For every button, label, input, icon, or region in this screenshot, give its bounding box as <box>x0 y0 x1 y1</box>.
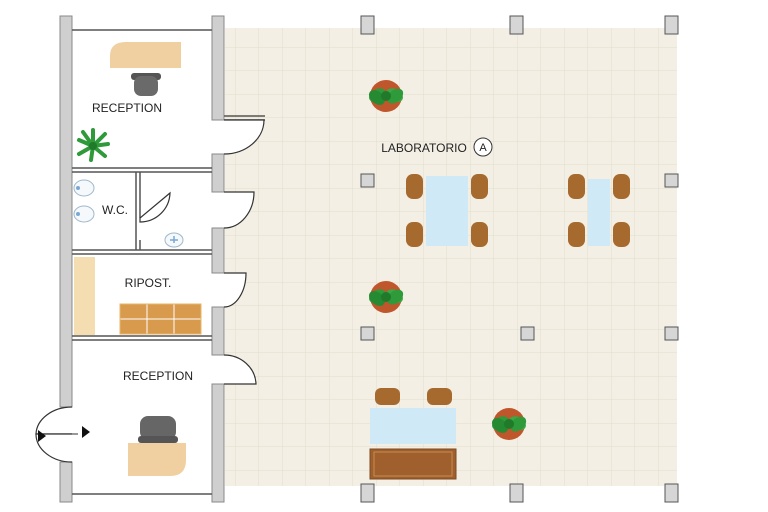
partition-reception-top-bottom <box>72 29 212 173</box>
door-wc-inner <box>139 191 171 223</box>
reception-desk-bottom <box>128 443 186 476</box>
wall-right-1 <box>211 15 225 121</box>
wc-fixtures <box>73 179 184 248</box>
wall-right-3 <box>211 227 225 274</box>
outer-wall-left-bottom <box>59 461 73 503</box>
storage-boxes <box>119 303 202 335</box>
lab-marker-circle <box>473 137 493 157</box>
pillars <box>360 15 679 503</box>
room-label-reception-bottom: RECEPTION <box>123 369 193 383</box>
door-reception-top <box>223 119 265 155</box>
door-reception-bottom <box>223 354 257 385</box>
storage-shelf <box>74 257 95 335</box>
pillar <box>520 326 535 341</box>
room-label-storage: RIPOST. <box>125 276 172 290</box>
office-chair-icon <box>131 73 161 96</box>
lab-table <box>426 176 468 246</box>
door-entrance-lower <box>35 433 73 463</box>
sink-icon <box>73 205 95 223</box>
entrance-arrow-icon <box>38 430 46 442</box>
lab-chairs <box>568 174 630 247</box>
sink-icon <box>73 179 95 197</box>
lab-chairs <box>375 388 452 405</box>
pillar <box>664 15 679 35</box>
lab-marker-letter: A <box>479 142 487 154</box>
lab-table <box>370 408 456 444</box>
wall-right-2 <box>211 153 225 193</box>
room-label-lab: LABORATORIO <box>381 141 467 155</box>
wall-right-5 <box>211 383 225 503</box>
pillar <box>360 15 375 35</box>
lab-table <box>588 179 610 246</box>
office-chair-icon <box>138 416 178 443</box>
lab-chairs <box>406 174 488 247</box>
pillar <box>664 326 679 341</box>
pillar <box>360 326 375 341</box>
door-wc-outer <box>223 191 255 229</box>
pillar <box>509 483 524 503</box>
pillar <box>360 173 375 188</box>
door-storage <box>223 272 247 308</box>
partition-wc <box>72 172 212 255</box>
entrance-arrow-inner-icon <box>82 426 90 438</box>
pillar <box>360 483 375 503</box>
room-label-wc: W.C. <box>102 203 128 217</box>
doors <box>35 119 265 463</box>
reception-desk-top <box>110 42 181 68</box>
partition-storage <box>72 335 212 341</box>
pillar <box>664 173 679 188</box>
wall-right-4 <box>211 306 225 356</box>
left-rooms-floor <box>72 28 212 494</box>
pillar <box>664 483 679 503</box>
workbench <box>369 448 457 480</box>
door-entrance-upper <box>35 406 73 435</box>
pillar <box>509 15 524 35</box>
plant-icon <box>77 128 110 162</box>
outer-wall-left-top <box>59 15 73 408</box>
room-label-reception-top: RECEPTION <box>92 101 162 115</box>
